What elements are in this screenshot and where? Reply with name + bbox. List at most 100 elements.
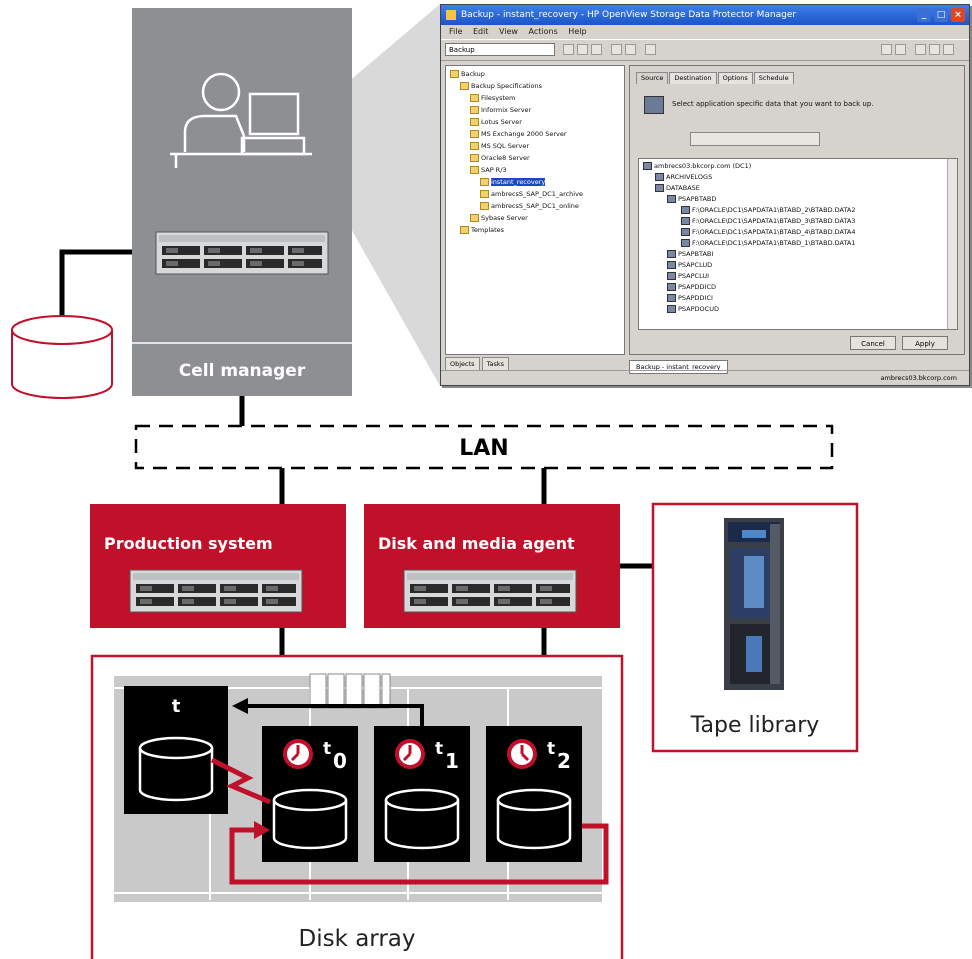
status-text: ambrecs03.bkcorp.com [880,374,957,382]
snapshot-t0: t 0 [262,726,358,862]
cancel-button[interactable]: Cancel [850,336,896,350]
tree-item[interactable]: ARCHIVELOGS [655,173,712,181]
help-icon[interactable] [645,44,656,55]
tree-item[interactable]: Sybase Server [470,214,528,222]
production-server-icon [129,569,303,613]
tree-item[interactable]: F:\ORACLE\DC1\SAPDATA1\BTABD_2\BTABD.DAT… [681,206,856,214]
tab-options[interactable]: Options [717,72,753,84]
production-system-label: Production system [104,534,273,553]
close-icon[interactable]: × [951,8,965,22]
tree-item[interactable]: F:\ORACLE\DC1\SAPDATA1\BTABD_1\BTABD.DAT… [681,239,856,247]
folder-icon [470,130,479,138]
snapshot-t2-label: t [547,739,555,759]
window-titlebar: Backup - instant_recovery - HP OpenView … [441,5,969,25]
user-computer-icon [170,72,312,168]
folder-icon [470,166,479,174]
tree-item[interactable]: ambrecs03.bkcorp.com (DC1) [643,162,751,170]
tree-item[interactable]: F:\ORACLE\DC1\SAPDATA1\BTABD_3\BTABD.DAT… [681,217,856,225]
app-icon [446,10,456,20]
tab-destination[interactable]: Destination [669,72,717,84]
context-combo[interactable]: Backup [445,43,555,56]
tree-item[interactable]: ambrecsS_SAP_DC1_archive [480,190,583,198]
tree-item[interactable]: Templates [460,226,504,234]
maximize-icon[interactable]: □ [934,8,948,22]
toolbar-button-icon[interactable] [611,44,622,55]
menu-file[interactable]: File [449,27,463,36]
folder-icon [470,94,479,102]
tree-item[interactable]: MS SQL Server [470,142,529,150]
tree-item[interactable]: PSAPCLUD [667,261,712,269]
tree-item[interactable]: Filesystem [470,94,515,102]
tree-item[interactable]: MS Exchange 2000 Server [470,130,567,138]
tree-item[interactable]: Backup Specifications [460,82,542,90]
apply-button[interactable]: Apply [902,336,948,350]
client-combo[interactable] [690,132,820,146]
folder-icon [470,118,479,126]
tree-item[interactable]: Informix Server [470,106,531,114]
toolbar-button-icon[interactable] [591,44,602,55]
data-tree-scrollbar[interactable] [947,159,957,329]
disk-array-box: t t 0 t 1 [90,654,624,959]
tab-source[interactable]: Source [636,72,669,84]
menu-actions[interactable]: Actions [528,27,558,36]
toolbar-button-icon[interactable] [915,44,926,55]
tape-library-label: Tape library [690,713,820,738]
tree-item[interactable]: PSAPBTABI [667,250,713,258]
tablespace-icon [667,195,676,203]
database-item-icon [655,184,664,192]
tree-item[interactable]: SAP R/3 [470,166,507,174]
tablespace-icon [667,294,676,302]
tree-item[interactable]: Lotus Server [470,118,522,126]
tablespace-icon [667,250,676,258]
snapshot-t0-sub: 0 [333,749,347,773]
menu-edit[interactable]: Edit [472,27,489,36]
tablespace-icon [667,261,676,269]
toolbar: Backup [441,39,969,61]
scope-tree-pane: Backup Backup Specifications Filesystem … [445,65,625,355]
dma-server-icon [403,569,577,613]
toolbar-button-icon[interactable] [895,44,906,55]
folder-icon [460,82,469,90]
rotation-loop [229,823,609,885]
db-connector-line [59,249,132,326]
replication-bolt [210,757,271,805]
tree-item[interactable]: PSAPDDICI [667,294,713,302]
minimize-icon[interactable]: _ [917,8,931,22]
tree-item[interactable]: PSAPDDICD [667,283,716,291]
menu-view[interactable]: View [498,27,518,36]
tree-item[interactable]: Backup [450,70,485,78]
tree-item-selected[interactable]: instant_recovery [480,178,546,186]
tab-schedule[interactable]: Schedule [753,72,794,84]
tab-tasks[interactable]: Tasks [481,357,509,371]
rotation-arrowhead [254,821,270,839]
dma-label: Disk and media agent [378,534,575,553]
datafile-icon [681,217,690,225]
lan-box [134,424,834,470]
tree-item[interactable]: PSAPBTABD [667,195,716,203]
tree-item[interactable]: ambrecsS_SAP_DC1_online [480,202,579,210]
tree-item[interactable]: PSAPCLUI [667,272,709,280]
folder-icon [470,154,479,162]
toolbar-button-icon[interactable] [563,44,574,55]
tree-item[interactable]: F:\ORACLE\DC1\SAPDATA1\BTABD_4\BTABD.DAT… [681,228,856,236]
tab-objects[interactable]: Objects [445,357,480,371]
menu-help[interactable]: Help [568,27,587,36]
source-disk: t [124,686,228,814]
host-icon [643,162,652,170]
tree-item[interactable]: PSAPDOCUD [667,305,719,313]
toolbar-button-icon[interactable] [577,44,588,55]
tree-item[interactable]: DATABASE [655,184,700,192]
tree-item[interactable]: Oracle8 Server [470,154,530,162]
snapshot-t1: t 1 [374,726,470,862]
cell-manager-server-icon [155,231,329,275]
menu-bar: File Edit View Actions Help [441,25,969,39]
tape-library-box: Tape library [651,502,859,753]
toolbar-button-icon[interactable] [881,44,892,55]
toolbar-button-icon[interactable] [943,44,954,55]
toolbar-button-icon[interactable] [929,44,940,55]
toolbar-button-icon[interactable] [625,44,636,55]
datafile-icon [681,206,690,214]
